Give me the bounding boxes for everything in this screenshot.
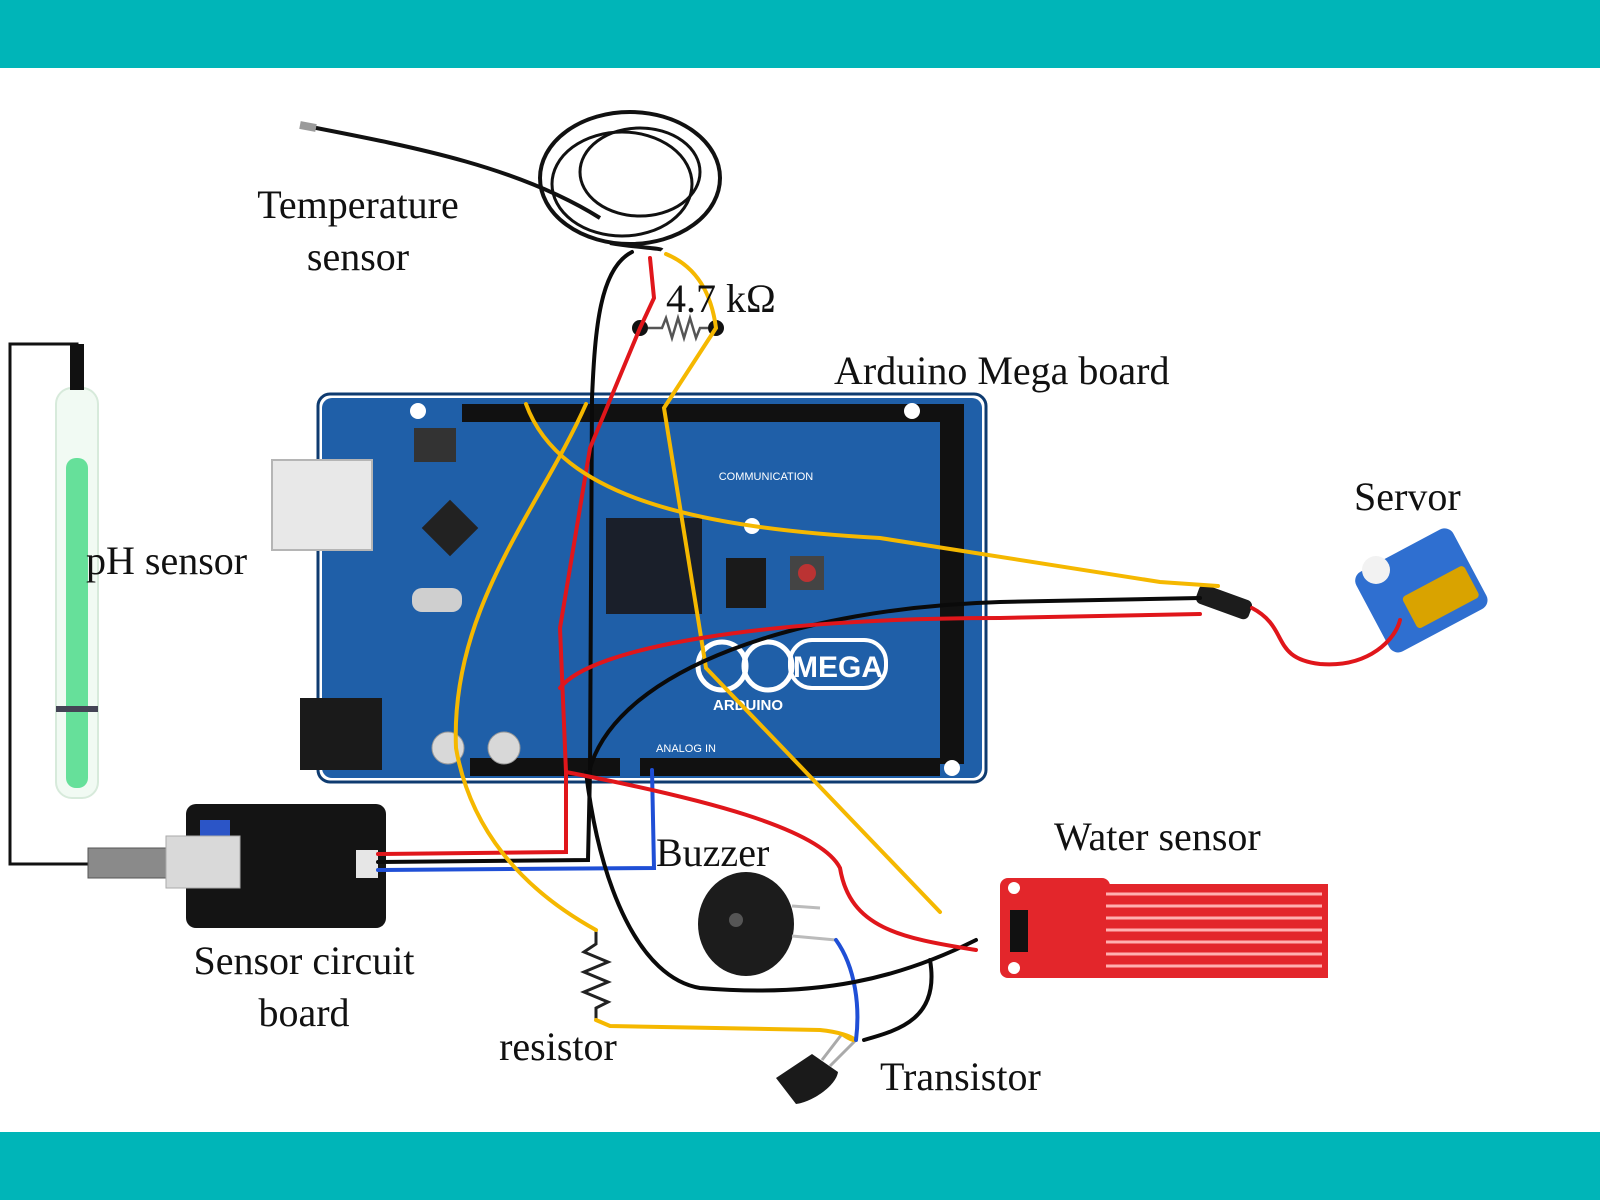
water-sensor-traces xyxy=(1106,892,1322,968)
ph-probe-cable xyxy=(8,342,88,866)
buzzer-body xyxy=(698,872,794,976)
resistor-zigzag xyxy=(580,930,612,1020)
top-band xyxy=(0,0,1600,68)
water-sensor-pcb xyxy=(1000,878,1110,978)
ph-sensor-probe xyxy=(55,344,99,799)
wiring xyxy=(376,250,1402,1043)
icsp-header xyxy=(414,428,456,462)
wire-ph-ground xyxy=(376,770,592,864)
sensor-board-pcb xyxy=(186,804,386,928)
label-sensor-board-2: board xyxy=(258,990,349,1035)
label-resistor-value: 4.7 kΩ xyxy=(666,276,776,321)
wire-resistor-in xyxy=(453,402,598,932)
header-right xyxy=(940,404,964,764)
bnc-connector xyxy=(87,847,169,879)
wire-buzzer-transistor xyxy=(834,938,860,1042)
label-temperature-sensor-2: sensor xyxy=(307,234,409,279)
servo-horn xyxy=(1362,556,1390,584)
crystal xyxy=(412,588,462,612)
arduino-logo-text: ARDUINO xyxy=(713,697,783,714)
bnc-socket xyxy=(165,835,241,889)
mega-logo-text: MEGA xyxy=(793,651,883,684)
buzzer-component xyxy=(698,872,837,976)
wire-temp-vcc xyxy=(557,256,657,774)
capacitor-2 xyxy=(487,731,521,765)
arduino-mega-board: MEGA ARDUINO COMMUNICATION ANALOG IN xyxy=(271,392,988,784)
wire-temp-ground xyxy=(588,250,634,774)
wire-water-ground xyxy=(584,770,978,993)
servo-motor xyxy=(1195,528,1488,653)
temperature-sensor xyxy=(299,110,722,252)
wire-ph-signal xyxy=(376,768,657,872)
label-water-sensor: Water sensor xyxy=(1054,814,1261,859)
wire-temp-data xyxy=(661,252,942,914)
header-top xyxy=(462,404,962,422)
transistor-component xyxy=(776,1033,858,1104)
label-arduino-mega: Arduino Mega board xyxy=(834,348,1169,393)
label-transistor: Transistor xyxy=(880,1054,1041,1099)
header-bottom xyxy=(640,758,940,776)
icsp-header-2 xyxy=(726,558,766,608)
circuit-diagram: MEGA ARDUINO COMMUNICATION ANALOG IN xyxy=(8,110,1488,1104)
sensor-circuit-board xyxy=(165,804,386,928)
analog-in-mark: ANALOG IN xyxy=(656,743,716,755)
wire-servo-vcc xyxy=(558,612,1202,690)
wire-servo-signal xyxy=(524,402,1220,588)
water-sensor xyxy=(1000,878,1328,978)
wire-water-vcc xyxy=(564,770,978,952)
label-temperature-sensor-1: Temperature xyxy=(257,182,459,227)
label-buzzer: Buzzer xyxy=(656,830,769,875)
servo-connector xyxy=(1195,584,1253,620)
communication-mark: COMMUNICATION xyxy=(719,471,814,483)
bottom-band xyxy=(0,1132,1600,1200)
label-sensor-board-1: Sensor circuit xyxy=(193,938,414,983)
label-resistor: resistor xyxy=(499,1024,617,1069)
power-jack xyxy=(300,698,382,770)
transistor-body xyxy=(776,1054,838,1104)
probe-glass xyxy=(66,458,88,788)
label-servo: Servor xyxy=(1354,474,1461,519)
label-ph-sensor: pH sensor xyxy=(86,538,247,583)
wire-ph-vcc xyxy=(376,770,568,856)
wire-resistor-out xyxy=(594,1018,857,1043)
labels: Temperature sensor 4.7 kΩ Arduino Mega b… xyxy=(86,182,1461,1099)
usb-port xyxy=(271,459,373,551)
wire-servo-ground xyxy=(588,596,1202,770)
probe-cap xyxy=(70,344,84,390)
